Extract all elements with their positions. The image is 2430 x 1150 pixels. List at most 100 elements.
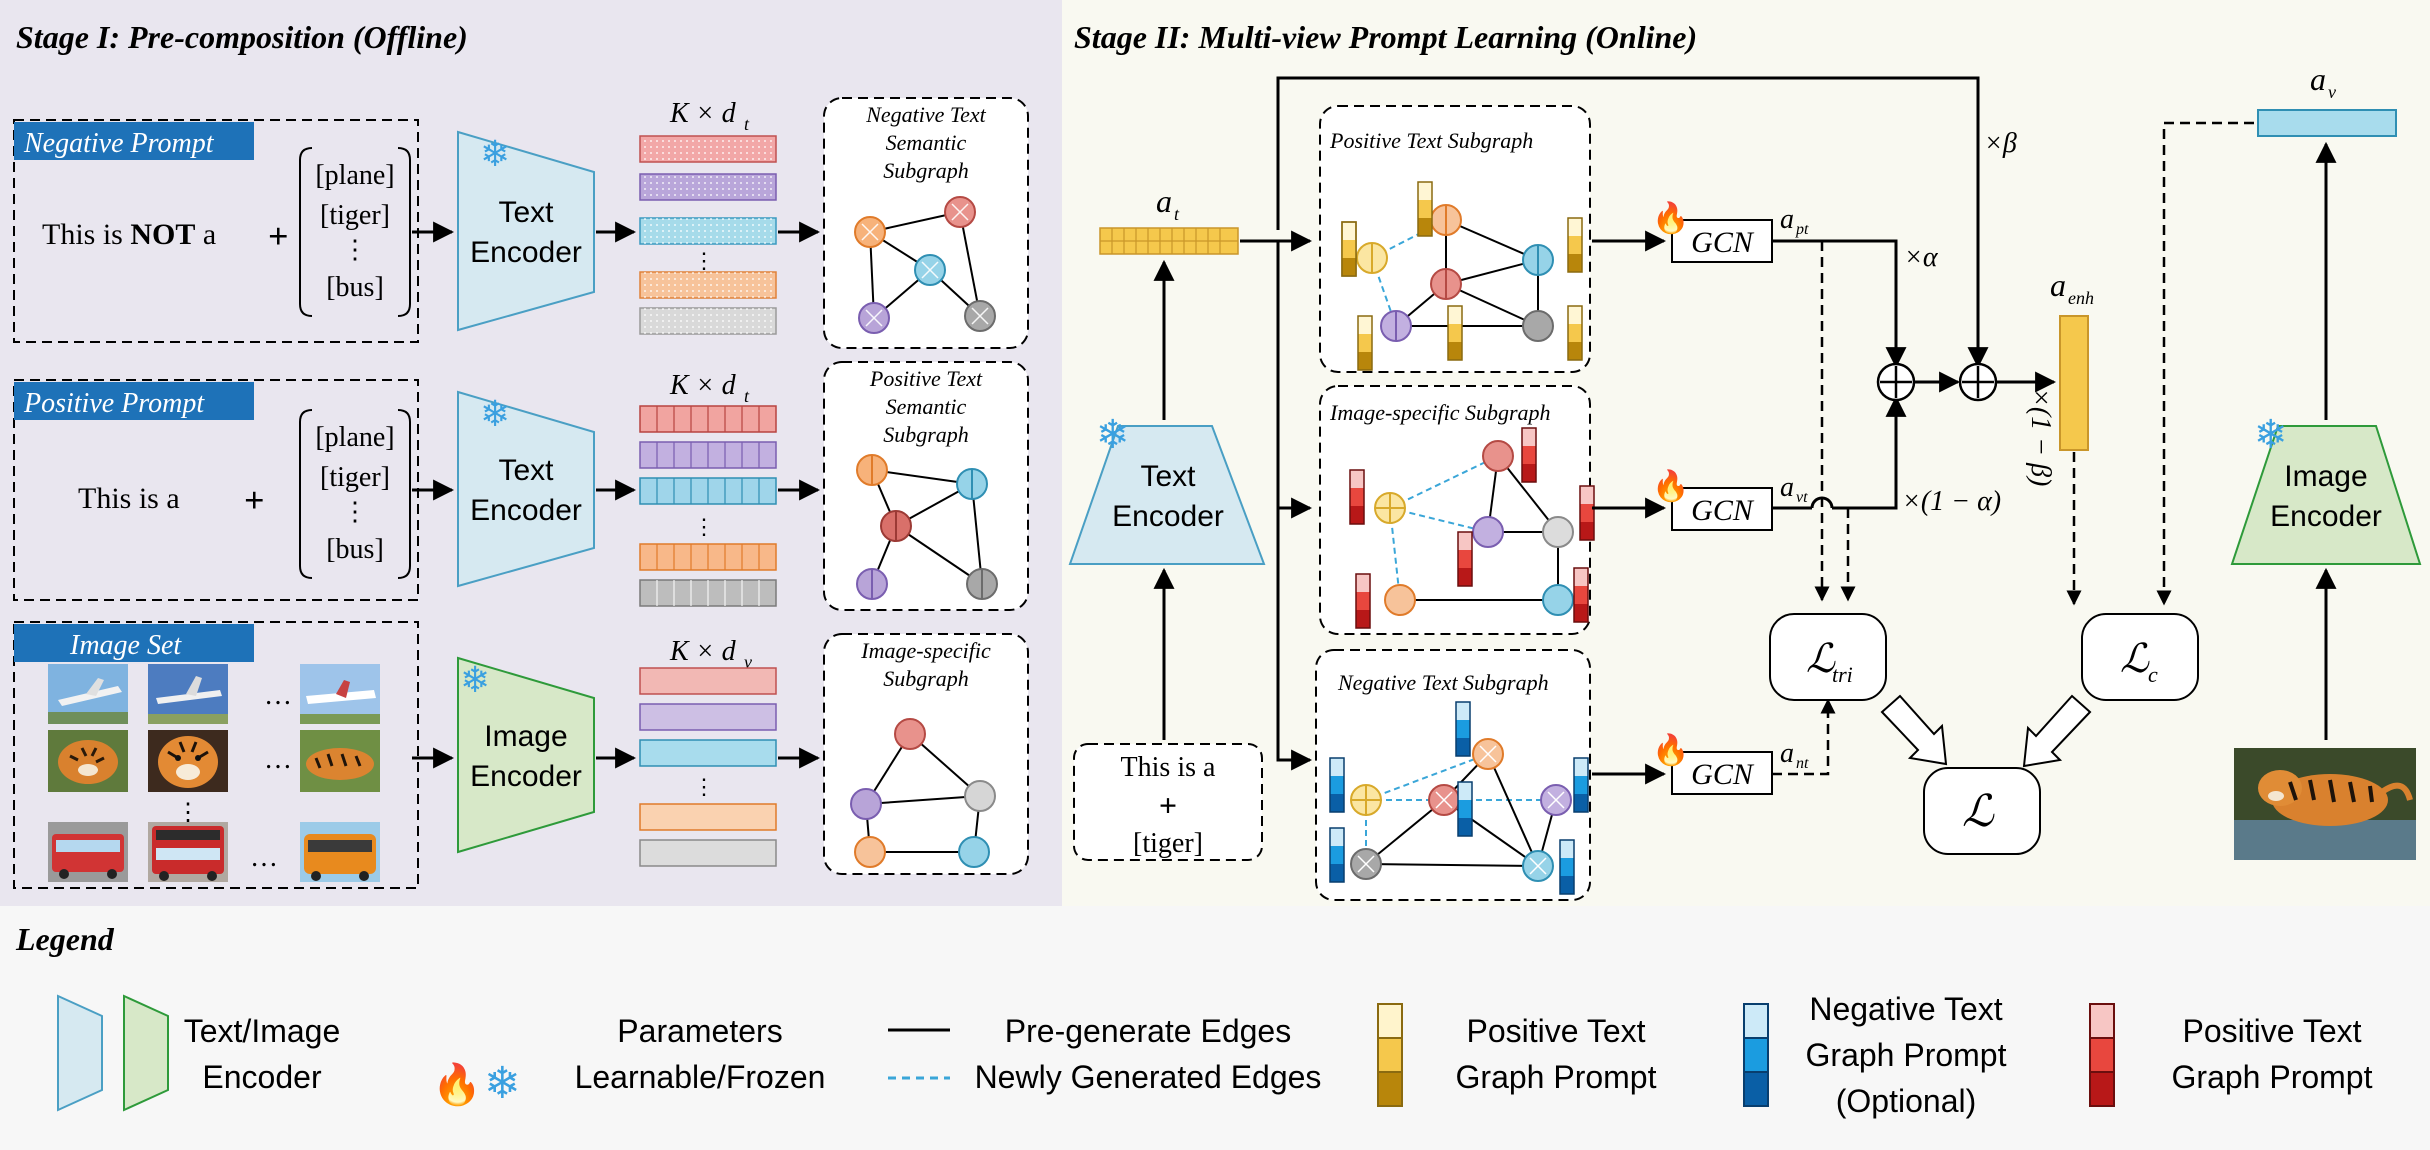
svg-text:[tiger]: [tiger]	[320, 462, 390, 493]
class-bus: [bus]	[326, 272, 384, 303]
image-specific-subgraph-stage1: Image-specific Subgraph	[823, 633, 1029, 875]
legend-edges: Pre-generate Edges Newly Generated Edges	[888, 1013, 1321, 1095]
sum-node-2	[1958, 362, 1998, 402]
times-one-minus-alpha: ×(1 − α)	[1902, 486, 2001, 517]
image-encoder-1: Image Encoder ❄	[457, 656, 595, 854]
svg-text:tri: tri	[1832, 662, 1853, 687]
svg-text:Negative Text: Negative Text	[1809, 991, 2002, 1027]
class-plane: [plane]	[315, 160, 394, 191]
text-encoder-2: Text Encoder ❄	[457, 390, 595, 588]
times-one-minus-beta: ×(1 − β)	[2025, 388, 2056, 486]
svg-text:[plane]: [plane]	[315, 422, 394, 453]
tiger-thumbnail	[48, 730, 128, 792]
fire-icon: 🔥	[1652, 732, 1689, 767]
snowflake-icon: ❄	[2254, 413, 2288, 457]
plane-thumbnail	[48, 664, 128, 724]
svg-text:v: v	[744, 652, 752, 672]
negative-prompt-tag	[14, 122, 254, 160]
legend-positive-gold: Positive Text Graph Prompt	[1377, 1003, 1657, 1107]
bus-thumbnail	[48, 822, 128, 882]
times-alpha: ×α	[1904, 242, 1939, 273]
svg-text:Graph Prompt: Graph Prompt	[1806, 1037, 2007, 1073]
svg-text:Positive Text: Positive Text	[1466, 1013, 1645, 1049]
svg-text:Negative Text Subgraph: Negative Text Subgraph	[1337, 670, 1549, 695]
positive-graph-prompt-token	[1417, 181, 1433, 237]
svg-text:Encoder: Encoder	[470, 494, 582, 527]
svg-text:Semantic: Semantic	[886, 130, 967, 155]
svg-text:t: t	[744, 114, 750, 134]
plus-sign: +	[268, 216, 289, 256]
svg-text:Encoder: Encoder	[202, 1059, 322, 1095]
legend-background	[0, 906, 2430, 1150]
svg-text:⋮: ⋮	[342, 497, 368, 526]
positive-graph-prompt-red-token	[1521, 427, 1537, 483]
svg-text:Image: Image	[484, 720, 567, 753]
negative-prompt-block: Negative Prompt This is NOT a + [plane] …	[13, 119, 419, 343]
svg-text:K × d: K × d	[669, 370, 737, 401]
svg-text:GCN: GCN	[1691, 494, 1755, 527]
svg-text:ℒ: ℒ	[2120, 636, 2150, 681]
sum-node-1	[1876, 362, 1916, 402]
positive-prompt-text: This is a	[78, 482, 180, 515]
negative-text-semantic-subgraph: Negative Text Semantic Subgraph	[823, 97, 1029, 349]
svg-text:Pre-generate Edges: Pre-generate Edges	[1005, 1013, 1291, 1049]
svg-text:Text: Text	[498, 196, 554, 229]
svg-text:Encoder: Encoder	[470, 760, 582, 793]
positive-graph-prompt-token	[1447, 305, 1463, 361]
svg-text:+: +	[244, 480, 265, 520]
negative-graph-prompt-token	[1457, 781, 1473, 837]
hollow-arrow-right	[2022, 694, 2092, 768]
svg-text:(Optional): (Optional)	[1836, 1083, 1977, 1119]
svg-text:This is a: This is a	[1121, 752, 1216, 783]
image-set-block: Image Set … … ⋮ …	[13, 621, 419, 889]
svg-text:[tiger]: [tiger]	[1133, 828, 1203, 859]
svg-text:t: t	[1174, 204, 1180, 224]
legend-negative-blue: Negative Text Graph Prompt (Optional)	[1743, 991, 2007, 1119]
positive-graph-prompt-red-token	[1579, 485, 1595, 541]
svg-text:vt: vt	[1796, 489, 1808, 506]
text-encoder-stage2: Text Encoder ❄	[1068, 413, 1266, 565]
svg-text:nt: nt	[1796, 755, 1809, 772]
svg-text:…: …	[264, 680, 292, 711]
svg-text:Subgraph: Subgraph	[883, 158, 969, 183]
tiger-photo	[2234, 748, 2416, 860]
legend-title: Legend	[15, 921, 115, 957]
svg-text:Negative Text: Negative Text	[865, 102, 986, 127]
positive-graph-prompt-token	[1357, 315, 1373, 371]
tiger-thumbnail	[148, 730, 228, 792]
negative-prompt-text: This is NOT a	[42, 218, 216, 251]
svg-text:⋮: ⋮	[693, 514, 715, 539]
positive-prompt-block: Positive Prompt This is a + [plane] [tig…	[13, 379, 419, 601]
svg-text:Positive Text Subgraph: Positive Text Subgraph	[1329, 128, 1533, 153]
loss-tri-node: ℒ tri	[1769, 613, 1887, 701]
gcn-box-positive: GCN 🔥	[1652, 200, 1773, 263]
svg-text:…: …	[250, 842, 278, 873]
positive-graph-prompt-red-token	[1349, 469, 1365, 525]
negative-text-subgraph: Negative Text Subgraph	[1315, 649, 1591, 901]
svg-text:a: a	[1156, 183, 1172, 219]
stage1-title: Stage I: Pre-composition (Offline)	[16, 19, 468, 55]
svg-text:ℒ: ℒ	[1806, 636, 1836, 681]
class-tiger: [tiger]	[320, 200, 390, 231]
stage2-title: Stage II: Multi-view Prompt Learning (On…	[1074, 19, 1697, 55]
positive-prompt-tag	[14, 382, 254, 420]
bus-thumbnail	[300, 822, 380, 882]
gcn-box-image: GCN 🔥	[1652, 468, 1773, 531]
positive-graph-prompt-red-token	[1573, 567, 1589, 623]
a-vt-label: a	[1780, 472, 1794, 503]
times-beta: ×β	[1984, 128, 2017, 159]
tiger-prompt-box: This is a + [tiger]	[1073, 743, 1263, 861]
svg-text:Text/Image: Text/Image	[184, 1013, 341, 1049]
svg-text:+: +	[1159, 787, 1177, 823]
svg-text:Graph Prompt: Graph Prompt	[2172, 1059, 2373, 1095]
negative-graph-prompt-token	[1559, 839, 1575, 895]
feature-stack-image: K × d v ⋮	[639, 636, 777, 867]
svg-text:K × d: K × d	[669, 636, 737, 667]
svg-text:Parameters: Parameters	[617, 1013, 782, 1049]
snowflake-icon: ❄	[480, 133, 510, 174]
positive-graph-prompt-red-token	[1355, 573, 1371, 629]
image-specific-subgraph: Image-specific Subgraph	[1319, 385, 1595, 635]
bus-thumbnail	[148, 822, 228, 882]
positive-text-semantic-subgraph: Positive Text Semantic Subgraph	[823, 361, 1029, 611]
svg-text:GCN: GCN	[1691, 758, 1755, 791]
